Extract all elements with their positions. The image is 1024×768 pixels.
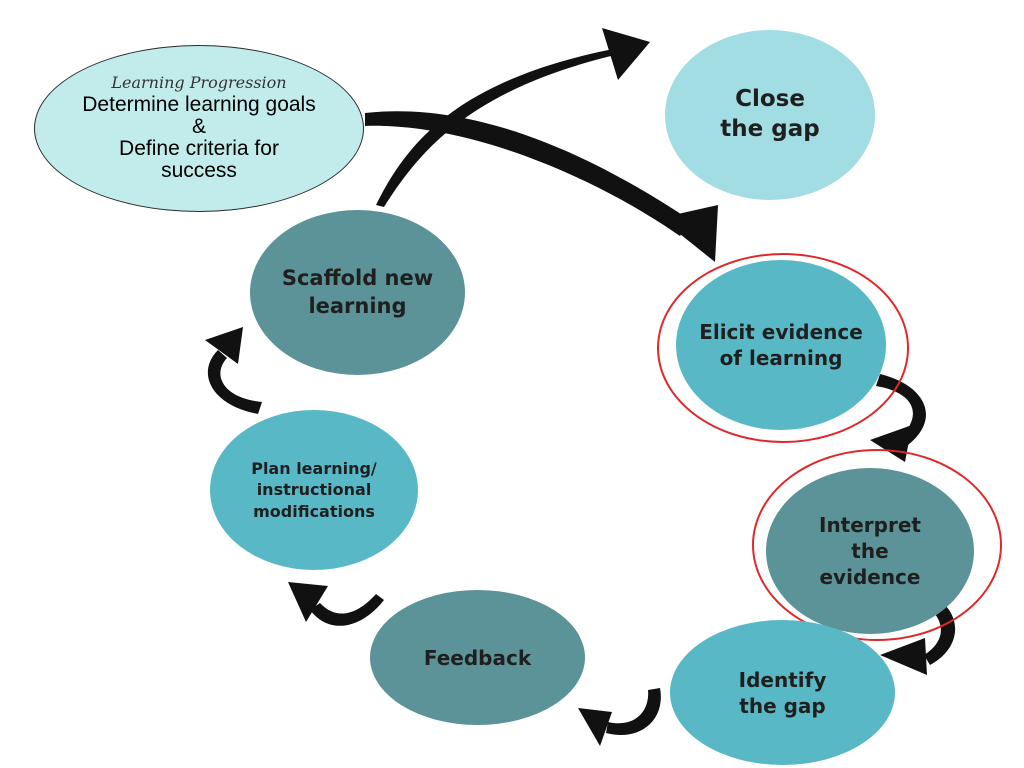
close-line-2: the gap — [720, 116, 820, 142]
goals-line-4: success — [161, 158, 237, 182]
arrow-head-feedback — [578, 708, 612, 746]
arrow-head-scaffold — [205, 327, 243, 364]
interpret-highlight-ring — [752, 449, 1002, 641]
close-the-gap-node: Close the gap — [665, 30, 875, 200]
feedback-line-1: Feedback — [423, 645, 532, 670]
plan-line-1: Plan learning/ — [251, 458, 377, 478]
plan-line-2: instructional — [256, 480, 372, 500]
arrow-feedback-to-plan — [310, 594, 384, 626]
identify-line-1: Identify — [738, 667, 827, 692]
scaffold-new-learning-node: Scaffold new learning — [250, 210, 465, 375]
goals-line-2: & — [191, 114, 206, 138]
arrow-head-identify — [880, 638, 927, 675]
identify-line-2: the gap — [739, 693, 826, 718]
arrow-plan-to-scaffold — [207, 350, 262, 414]
learning-progression-title: Learning Progression — [111, 73, 287, 92]
goals-line-1: Determine learning goals — [82, 92, 316, 116]
identify-the-gap-node: Identify the gap — [670, 620, 895, 765]
scaffold-line-2: learning — [308, 293, 407, 318]
plan-learning-node: Plan learning/ instructional modificatio… — [210, 410, 418, 570]
elicit-highlight-ring — [657, 253, 909, 443]
arrow-head-close — [602, 28, 650, 80]
arrow-elicit-to-interpret — [876, 374, 926, 445]
arrow-goals-to-elicit — [365, 111, 690, 236]
arrow-head-plan — [288, 582, 328, 622]
learning-progression-node: Learning Progression Determine learning … — [34, 45, 364, 212]
arrow-identify-to-feedback — [606, 688, 661, 736]
scaffold-line-1: Scaffold new — [281, 266, 434, 291]
close-line-1: Close — [735, 86, 805, 113]
goals-line-3: Define criteria for — [119, 136, 279, 160]
feedback-node: Feedback — [370, 590, 585, 725]
arrow-head-elicit — [660, 205, 718, 262]
plan-line-3: modifications — [253, 501, 375, 521]
